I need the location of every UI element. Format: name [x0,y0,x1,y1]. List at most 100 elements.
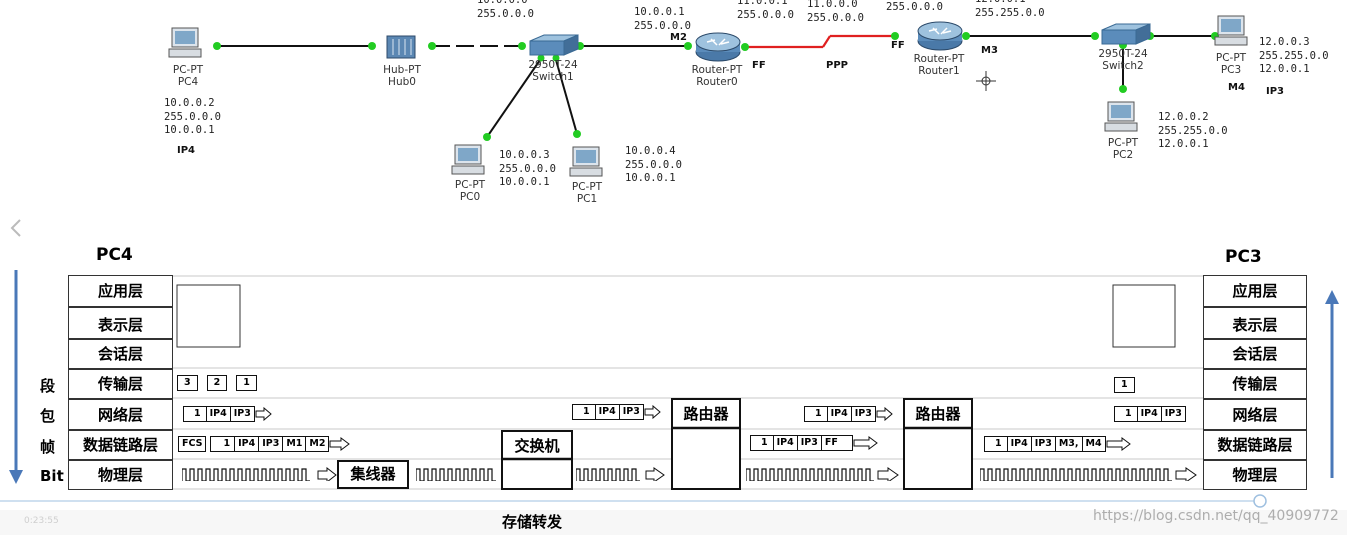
pc3-icon[interactable] [1213,14,1249,48]
right-layer-transport: 传输层 [1203,369,1307,399]
frame-field: M1 [282,436,306,452]
router0-icon[interactable] [693,30,743,64]
left-transport-segments: 3 2 1 [177,375,259,391]
right-layer-session: 会话层 [1203,339,1307,369]
router1-lan-ip: 12.0.0.1 255.255.0.0 [975,0,1045,19]
frame-field: 1 [750,435,773,451]
frame-field: M2 [305,436,330,452]
bitstream-router-a-out [746,467,899,481]
left-app-box [176,284,241,348]
right-arrow-icon [329,437,351,451]
router0-lan-ip: 10.0.0.1 255.0.0.0 [634,6,691,32]
right-arrow-icon [644,405,661,419]
port-dots [213,32,1219,141]
ip3-tag: IP3 [1266,86,1285,97]
wan-net-label: 11.0.0.0 255.0.0.0 [807,0,864,24]
right-layer-physical: 物理层 [1203,460,1307,490]
ff-left-tag: FF [752,60,766,71]
packet-field: 1 [572,404,595,420]
link-switch1-pc0 [486,59,541,138]
packet-field: 1 [804,406,827,422]
segment-box: 2 [206,375,228,391]
frame-field: IP4 [772,435,797,451]
frame-field: FF [820,435,853,451]
left-layer-presentation: 表示层 [68,307,173,339]
watermark: https://blog.csdn.net/qq_40909772 [1093,508,1339,524]
packet-mid-a: 1 IP4 IP3 [572,404,662,420]
pc2-ip-config: 12.0.0.2 255.255.0.0 12.0.0.1 [1158,111,1228,150]
frame-field: IP4 [234,436,259,452]
hub-icon[interactable] [383,33,419,61]
topology-links [213,32,1219,141]
frame-field: M3, [1054,436,1082,452]
frame-field: IP3 [258,436,283,452]
packet-right: 1 IP4 IP3 [1114,406,1186,422]
m4-tag: M4 [1228,82,1245,93]
frame-field: IP3 [796,435,821,451]
frame-field: 1 [210,436,235,452]
left-layer-session: 会话层 [68,339,173,369]
right-layer-network: 网络层 [1203,399,1307,430]
left-layer-network: 网络层 [68,399,173,430]
right-layer-presentation: 表示层 [1203,307,1307,339]
packet-field: IP3 [850,406,876,422]
pc1-icon[interactable] [568,145,604,179]
router-a-device-box: 路由器 [671,398,741,490]
bitstream-left [182,467,337,481]
packet-field: IP3 [229,406,255,422]
switch2-icon[interactable] [1096,22,1152,48]
ip4-tag: IP4 [177,145,196,156]
down-arrow-icon [9,470,23,484]
frame-field: IP4 [1006,436,1031,452]
progress-track[interactable] [0,494,1347,508]
router-b-device-box: 路由器 [903,398,973,490]
frame-field: FCS [178,436,207,452]
left-layer-datalink: 数据链路层 [68,430,173,460]
frame-field: 1 [984,436,1007,452]
pdu-segment-label: 段 [40,377,56,395]
pc0-icon[interactable] [450,143,486,177]
segment-box: 3 [177,375,198,391]
right-app-box [1112,284,1176,348]
bitstream-switch-out [576,467,665,481]
pc4-icon[interactable] [167,26,203,60]
router1-icon[interactable] [915,19,965,53]
frame-field: M4 [1081,436,1106,452]
right-host-title: PC3 [1225,247,1262,267]
router1-wan-ip: 255.0.0.0 [886,1,943,13]
pc2-icon[interactable] [1103,100,1139,134]
frame-right: 1 IP4 IP3 M3, M4 [984,436,1132,452]
packet-field: IP3 [1160,406,1186,422]
chevron-left-icon [10,219,21,237]
up-arrow-icon [1325,290,1339,304]
right-arrow-icon [1106,437,1131,451]
segment-box: 1 [1114,377,1135,393]
segment-box: 1 [236,375,257,391]
right-arrow-icon [853,436,878,450]
frame-mid: 1 IP4 IP3 FF [750,435,879,451]
frame-left: FCS 1 IP4 IP3 M1 M2 [178,436,351,452]
packet-field: IP4 [594,404,619,420]
packet-field: 1 [183,406,206,422]
bitstream-router-b-out [980,467,1197,481]
packet-field: IP4 [1136,406,1161,422]
left-layer-physical: 物理层 [68,460,173,490]
pc3-ip-config: 12.0.0.3 255.255.0.0 12.0.0.1 [1259,36,1329,75]
right-transport-segments: 1 [1114,377,1137,393]
progress-knob [1253,494,1267,508]
net-top-label: 10.0.0.0 255.0.0.0 [477,0,534,20]
link-switch1-pc1 [555,59,578,135]
pc4-ip-config: 10.0.0.2 255.0.0.0 10.0.0.1 [164,97,221,136]
packet-field: IP4 [826,406,851,422]
switch1-icon[interactable] [524,33,580,59]
right-arrow-icon [876,407,893,421]
